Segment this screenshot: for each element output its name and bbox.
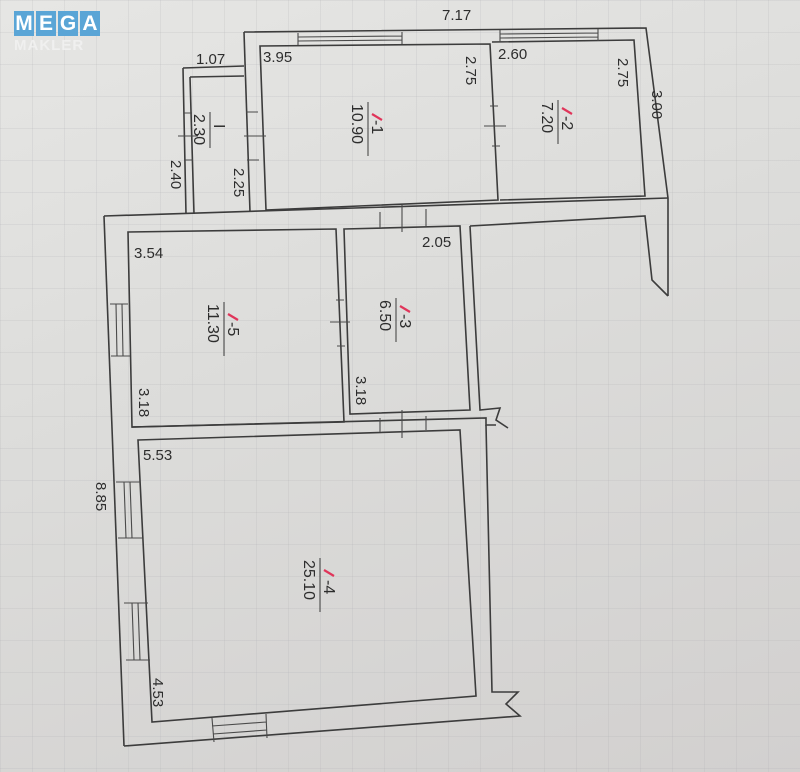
dim-room-1-3-height: 3.18	[352, 376, 369, 405]
dim-right-height: 3.00	[648, 90, 665, 119]
room-label-1-3: -3 6.50	[376, 298, 413, 342]
dim-room-1-5-width: 3.54	[134, 245, 163, 262]
room-label-1-1: -1 10.90	[348, 102, 385, 156]
room-number: -2	[558, 116, 575, 130]
top-block-walls	[243, 27, 669, 296]
dim-room-1-1-width: 3.95	[263, 49, 292, 66]
room-label-1-5: -5 11.30	[204, 302, 241, 356]
dim-room-1-5-height: 3.18	[135, 388, 152, 417]
red-mark	[399, 305, 411, 313]
dimension-labels: 7.17 1.07 3.95 2.60 2.75 2.75 3.00 2.40 …	[92, 7, 665, 707]
red-mark	[561, 107, 573, 115]
dim-room-1-1-height: 2.75	[462, 56, 479, 85]
room-number: -1	[368, 120, 385, 134]
dim-room-1-2-width: 2.60	[498, 46, 527, 63]
room-area: 11.30	[204, 304, 221, 343]
room-label-1-2: -2 7.20	[538, 100, 575, 144]
room-label-1: 2.30 I	[190, 112, 227, 148]
room-label-1-4: -4 25.10	[300, 558, 337, 612]
dim-corridor-left: 2.40	[167, 160, 184, 189]
room-1-walls	[178, 65, 266, 215]
dim-room-1-2-height: 2.75	[614, 58, 631, 87]
dim-room-1-3-width: 2.05	[422, 234, 451, 251]
room-number: I	[210, 124, 227, 128]
room-number: -5	[224, 322, 241, 336]
room-area: 6.50	[376, 300, 393, 331]
dim-top-width: 7.17	[442, 7, 471, 24]
room-number: -4	[320, 580, 337, 594]
logo-letter: E	[36, 11, 56, 36]
room-area: 7.20	[538, 102, 555, 133]
room-area: 2.30	[190, 114, 207, 145]
room-1-4-walls	[116, 410, 522, 747]
red-mark	[371, 113, 383, 121]
dim-room-1-4-height: 4.53	[149, 678, 166, 707]
middle-walls	[103, 197, 669, 747]
room-area: 25.10	[300, 560, 317, 600]
room-number: -3	[396, 314, 413, 328]
dim-room-1-4-width: 5.53	[143, 447, 172, 464]
dim-corridor-width: 1.07	[196, 51, 225, 68]
watermark-logo: M E G A MAKLER	[14, 11, 102, 54]
red-mark	[323, 569, 335, 577]
dim-room-1-height: 2.25	[230, 168, 247, 197]
logo-makler: MAKLER	[14, 37, 85, 54]
logo-letter: M	[14, 11, 34, 36]
room-area: 10.90	[348, 104, 365, 144]
red-mark	[227, 313, 239, 321]
logo-letter: A	[80, 11, 100, 36]
logo-mega: M E G A	[14, 11, 102, 36]
logo-letter: G	[58, 11, 78, 36]
dim-left-height: 8.85	[92, 482, 109, 511]
